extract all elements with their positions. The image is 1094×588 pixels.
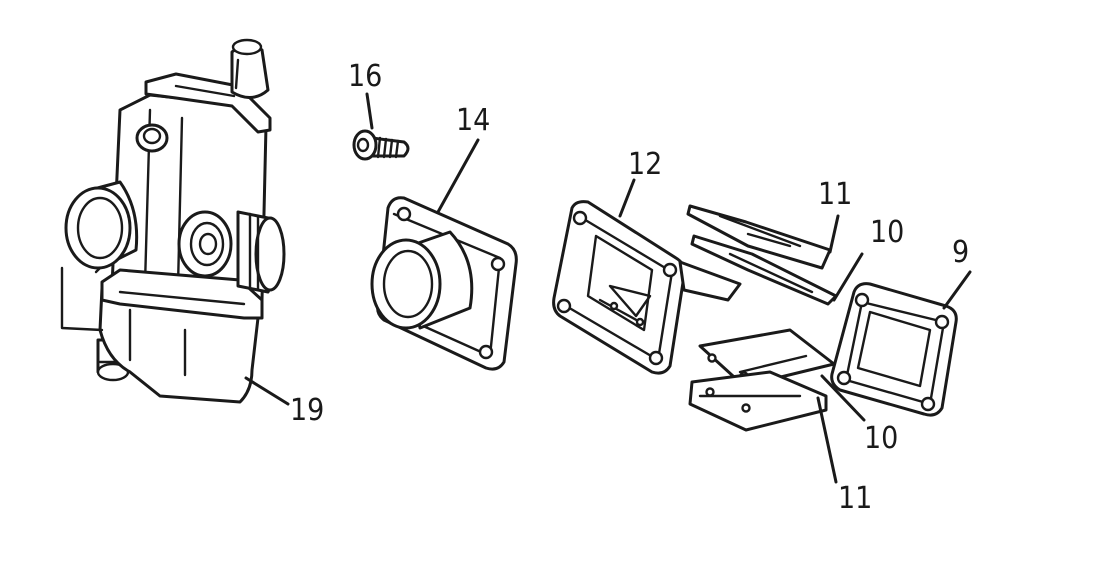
callout-14: 14	[456, 103, 490, 138]
callout-12: 12	[628, 147, 662, 182]
callout-19: 19	[290, 393, 324, 428]
leader-16	[365, 92, 374, 130]
reed-stopper-bottom-part	[698, 328, 836, 388]
leader-14	[436, 138, 480, 214]
callout-10-bottom: 10	[864, 421, 898, 456]
leader-11-top	[828, 214, 840, 254]
leader-12	[618, 178, 636, 218]
leader-9	[942, 270, 972, 310]
carburetor-part	[60, 38, 286, 404]
callout-9: 9	[952, 235, 969, 270]
callout-10-top: 10	[870, 215, 904, 250]
callout-11-bottom: 11	[838, 481, 872, 516]
intake-manifold-part	[370, 196, 518, 371]
reed-petal-top-part	[686, 204, 832, 270]
reed-petal-bottom-part	[688, 370, 828, 432]
leader-19	[244, 376, 290, 406]
screw-part	[352, 129, 410, 161]
reed-stopper-top-part	[690, 234, 838, 306]
leader-10-bottom	[820, 374, 866, 422]
callout-16: 16	[348, 59, 382, 94]
gasket-part	[830, 282, 958, 417]
reed-block-part	[552, 200, 742, 375]
leader-11-bottom	[816, 396, 838, 484]
callout-11-top: 11	[818, 177, 852, 212]
leader-10-top	[832, 252, 864, 302]
